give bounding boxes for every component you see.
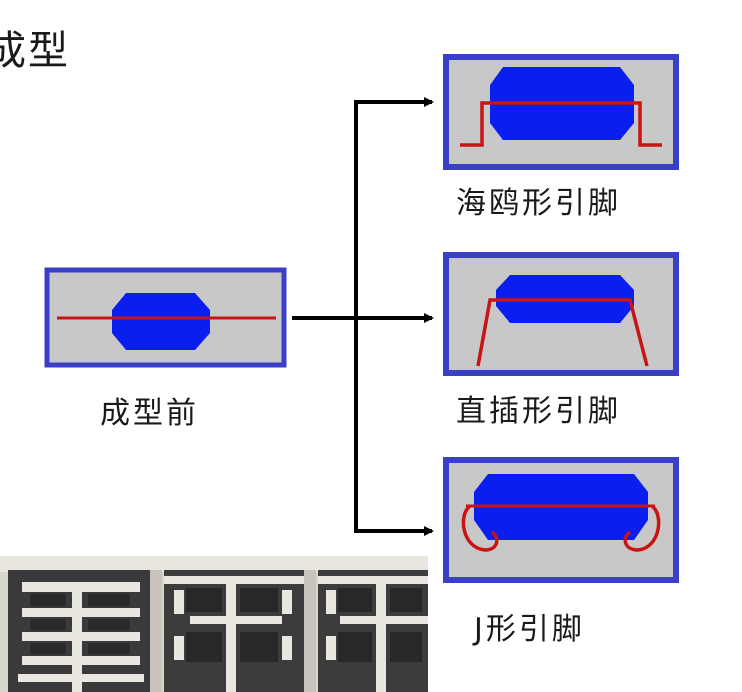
branch-arrows — [292, 97, 434, 536]
gull-wing-panel — [443, 54, 679, 170]
lead-frame-image — [0, 556, 428, 692]
j-lead-panel — [443, 457, 679, 583]
label-before-forming: 成型前 — [100, 396, 199, 431]
page-title: 成型 — [0, 28, 70, 74]
before-forming-panel — [44, 267, 287, 368]
lead-frame-photo — [0, 556, 428, 692]
label-j-lead: J形引脚 — [474, 612, 585, 647]
label-gull-wing: 海鸥形引脚 — [456, 186, 621, 221]
label-straight-lead: 直插形引脚 — [456, 394, 621, 429]
straight-lead-panel — [443, 252, 679, 376]
